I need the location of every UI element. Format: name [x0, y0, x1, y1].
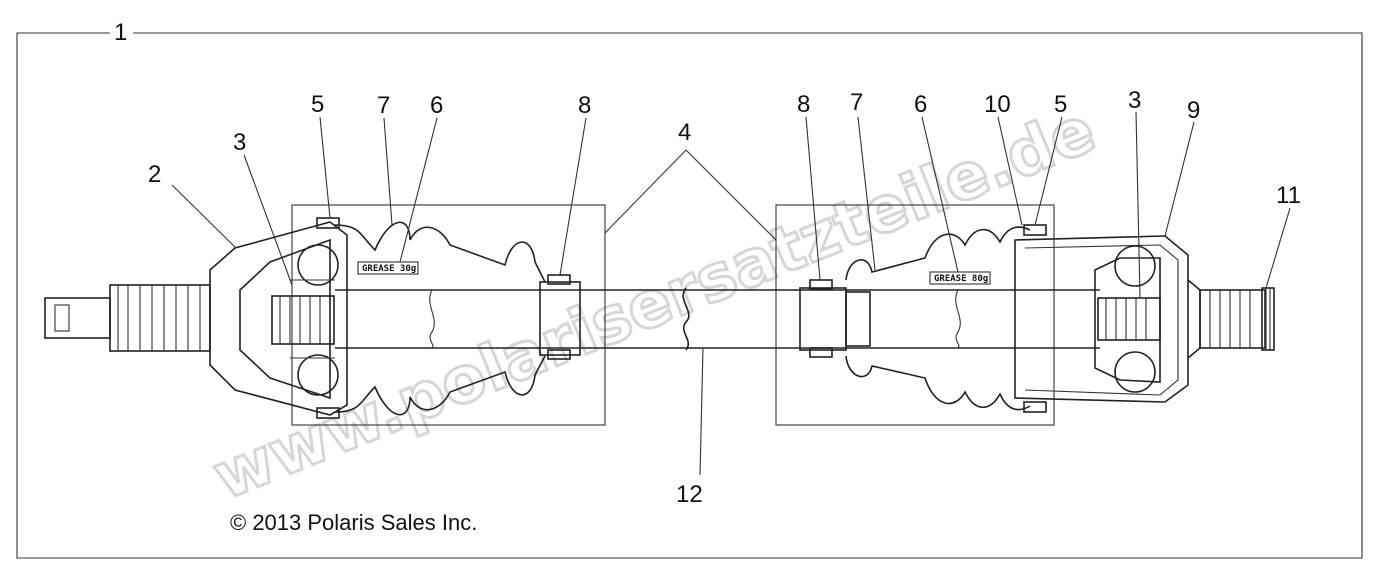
- callout-9: 9: [1187, 97, 1200, 124]
- left-sleeve: [539, 274, 581, 360]
- callout-1: 1: [114, 19, 127, 46]
- callout-3b: 3: [1128, 87, 1141, 114]
- left-boot: [316, 217, 546, 419]
- callout-12: 12: [676, 481, 703, 508]
- callout-5a: 5: [311, 91, 324, 118]
- outer-frame: [16, 32, 1363, 559]
- grease-label-right: GREASE 80g: [929, 271, 991, 285]
- callout-10: 10: [984, 91, 1011, 118]
- copyright-text: © 2013 Polaris Sales Inc.: [230, 510, 477, 535]
- watermark-text: www.polarisersatzteile.de: [203, 93, 1105, 515]
- left-stub-shaft: [44, 284, 211, 352]
- callout-3a: 3: [233, 129, 246, 156]
- callout-7a: 7: [377, 92, 390, 119]
- shaft-12: [335, 287, 1100, 351]
- grease-label-left-text: GREASE 30g: [362, 264, 416, 274]
- callout-8a: 8: [578, 92, 591, 119]
- grease-label-right-text: GREASE 80g: [934, 274, 988, 284]
- right-cv-housing: [1014, 235, 1189, 403]
- callout-8b: 8: [797, 91, 810, 118]
- callout-2: 2: [148, 161, 161, 188]
- watermark: www.polarisersatzteile.de: [202, 91, 1107, 516]
- left-cv-housing: [209, 221, 348, 416]
- callout-5b: 5: [1054, 91, 1067, 118]
- boot-kit-box-right: [775, 204, 1055, 426]
- right-boot: [845, 224, 1047, 413]
- callout-6a: 6: [430, 92, 443, 119]
- callout-labels: 1 2 3 5 7 6 8 4 8 7 6 10 5 3 9 11 12: [114, 19, 1301, 508]
- callout-11: 11: [1276, 182, 1301, 209]
- grease-label-left: GREASE 30g: [357, 261, 419, 275]
- callout-7b: 7: [850, 89, 863, 116]
- leader-lines: [171, 111, 1291, 476]
- callout-6b: 6: [914, 91, 927, 118]
- right-stub-shaft: [1187, 279, 1275, 359]
- callout-4: 4: [678, 119, 691, 146]
- boot-kit-box-left: [291, 204, 606, 426]
- right-sleeve: [799, 279, 871, 358]
